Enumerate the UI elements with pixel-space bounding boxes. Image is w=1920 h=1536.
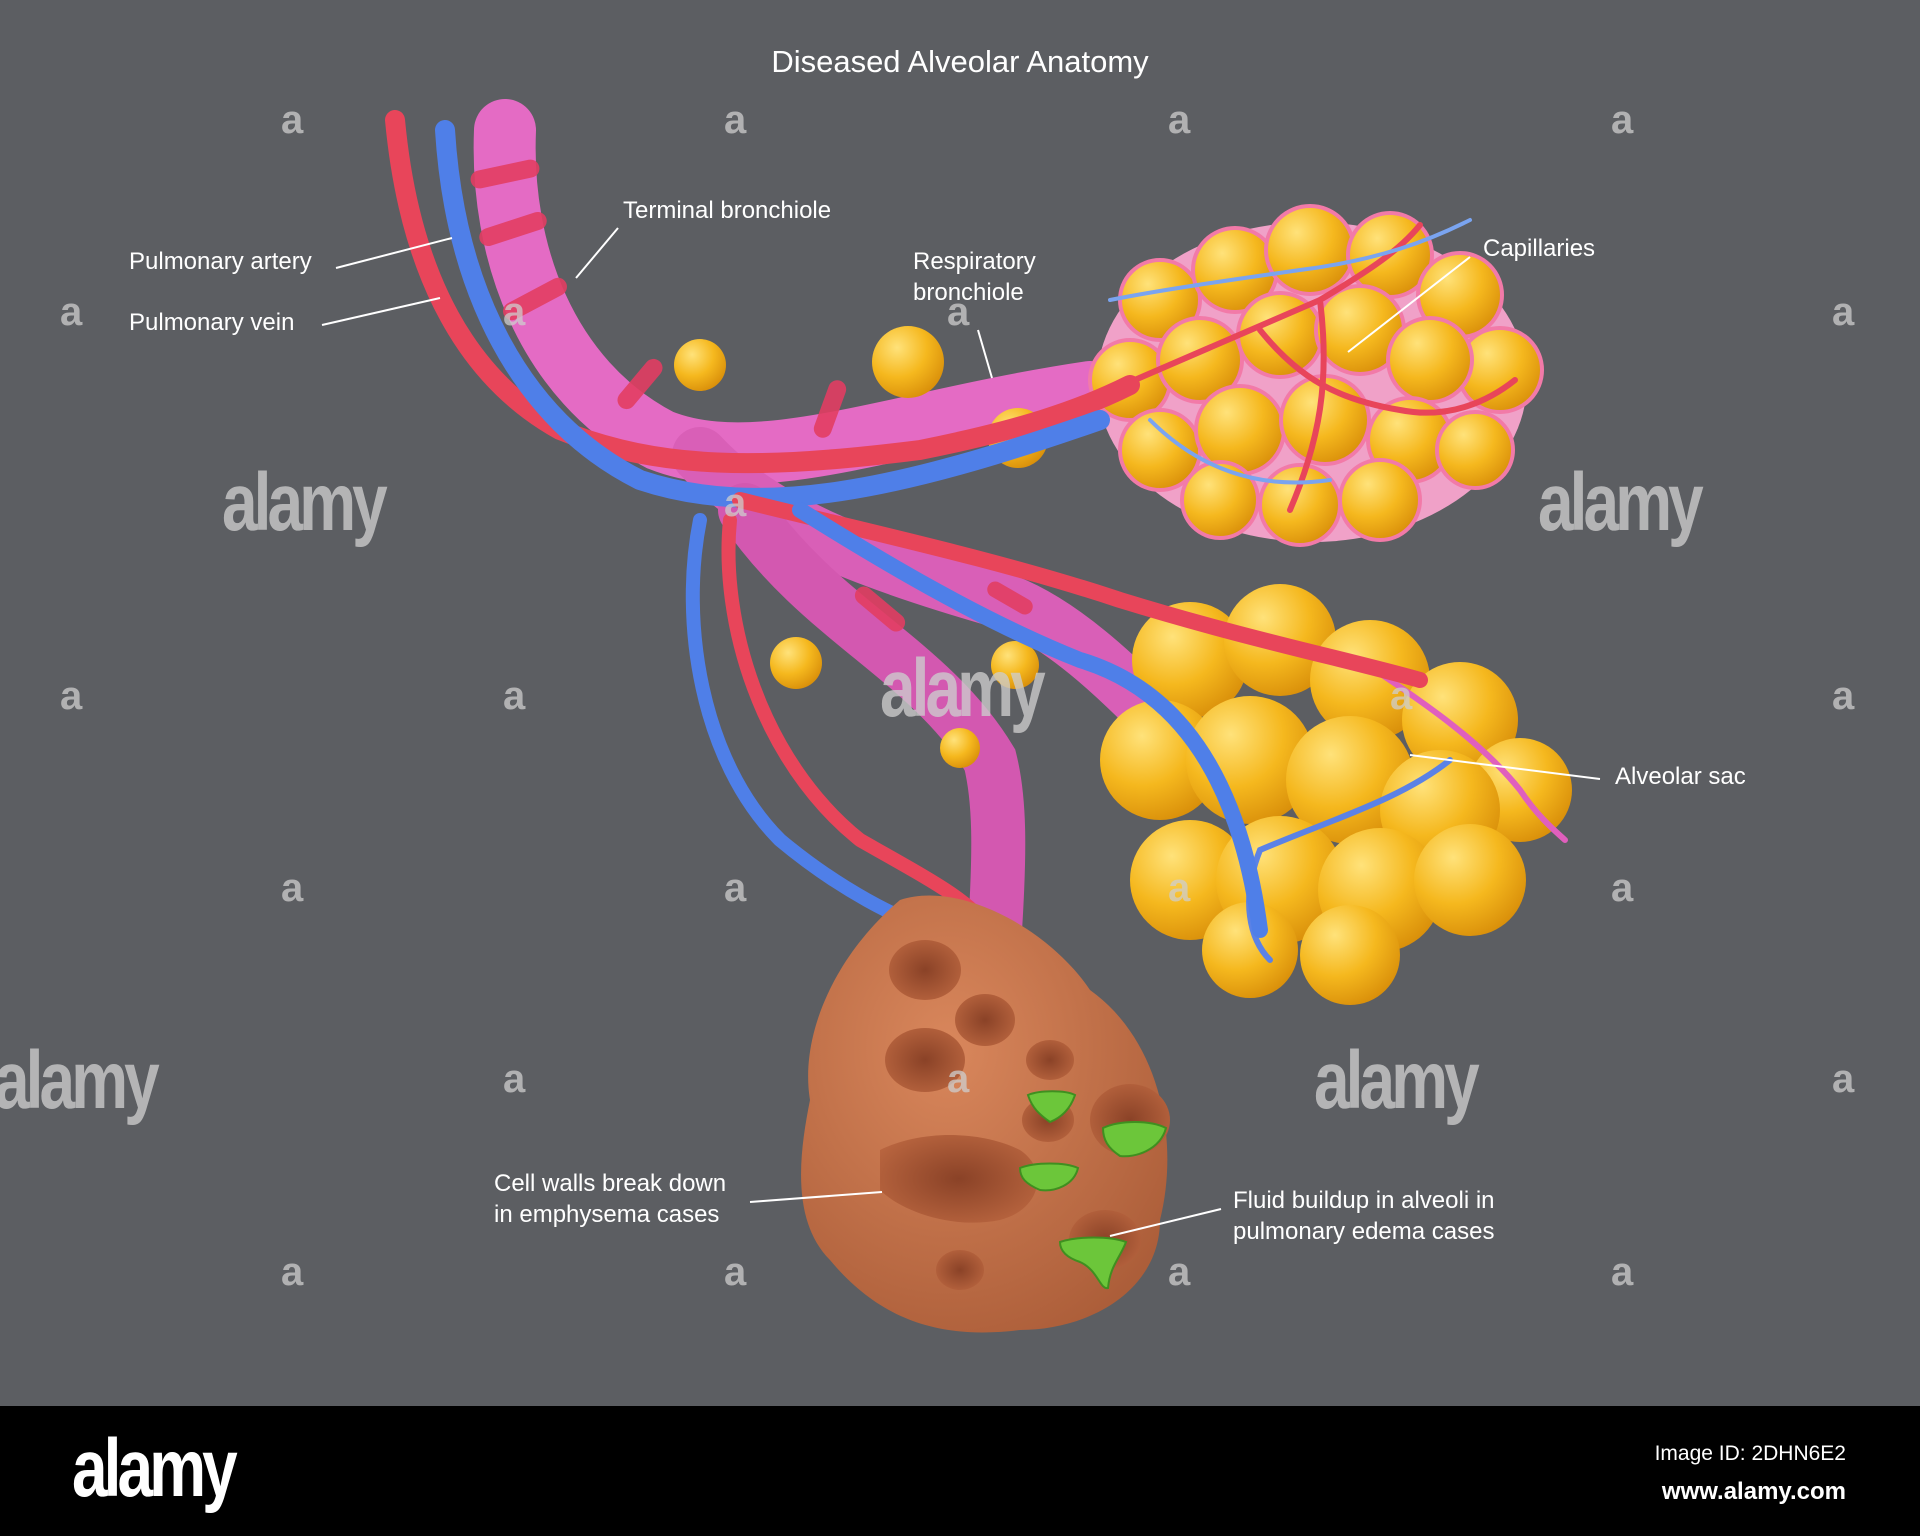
watermark-mark: a xyxy=(1832,290,1855,334)
watermark-mark: a xyxy=(1832,674,1855,718)
watermark-mark: a xyxy=(1611,1250,1634,1294)
watermark-logo: alamy xyxy=(1314,1035,1480,1126)
watermark-mark: a xyxy=(1832,1057,1855,1101)
footer-url-link[interactable]: www.alamy.com xyxy=(1661,1478,1846,1505)
diagram-title: Diseased Alveolar Anatomy xyxy=(771,44,1149,79)
label-pulmonary-vein: Pulmonary vein xyxy=(129,309,295,336)
watermark-mark: a xyxy=(724,1250,747,1294)
watermark-mark: a xyxy=(503,1057,526,1101)
watermark-mark: a xyxy=(60,290,83,334)
watermark-mark: a xyxy=(1390,674,1413,718)
footer-image-id: Image ID: 2DHN6E2 xyxy=(1654,1442,1846,1465)
diseased-alveoli xyxy=(801,895,1170,1333)
capillary-cluster xyxy=(1088,204,1544,547)
label-pulmonary-artery: Pulmonary artery xyxy=(129,248,312,275)
diagram-stage: Diseased Alveolar Anatomy Pulmonary arte… xyxy=(0,44,1855,1333)
label-respiratory-bronchiole-line2: bronchiole xyxy=(913,279,1024,306)
alveolar-anatomy-illustration xyxy=(321,99,1601,1333)
alveolar-sac xyxy=(1100,584,1572,1005)
label-terminal-bronchiole: Terminal bronchiole xyxy=(623,197,832,224)
label-capillaries: Capillaries xyxy=(1483,235,1596,262)
label-edema-line1: Fluid buildup in alveoli in xyxy=(1233,1187,1495,1214)
watermark-mark: a xyxy=(724,866,747,910)
watermark-mark: a xyxy=(947,290,970,334)
watermark-logo: alamy xyxy=(222,457,388,548)
leader-lines xyxy=(321,227,1601,1237)
watermark-mark: a xyxy=(281,1250,304,1294)
label-respiratory-bronchiole-line1: Respiratory xyxy=(913,248,1036,275)
watermark-mark: a xyxy=(1168,866,1191,910)
watermark-mark: a xyxy=(281,98,304,142)
label-edema-line2: pulmonary edema cases xyxy=(1233,1218,1495,1245)
bronchiole-tubes xyxy=(470,99,1188,957)
watermark-mark: a xyxy=(503,290,526,334)
watermark-mark: a xyxy=(60,674,83,718)
blood-vessels xyxy=(385,110,1428,938)
watermark-mark: a xyxy=(1168,98,1191,142)
footer-logo[interactable]: alamy xyxy=(72,1423,238,1514)
watermark-mark: a xyxy=(724,98,747,142)
label-emphysema-line1: Cell walls break down xyxy=(494,1170,727,1197)
watermark-mark: a xyxy=(503,674,526,718)
watermark-mark: a xyxy=(947,1057,970,1101)
watermark-mark: a xyxy=(1168,1250,1191,1294)
label-emphysema-line2: in emphysema cases xyxy=(494,1201,720,1228)
watermark-logo: alamy xyxy=(0,1035,160,1126)
label-alveolar-sac: Alveolar sac xyxy=(1615,763,1746,790)
watermark-mark: a xyxy=(1611,866,1634,910)
footer-bar: alamy Image ID: 2DHN6E2 www.alamy.com xyxy=(0,1406,1920,1536)
watermark-mark: a xyxy=(724,481,747,525)
watermark-mark: a xyxy=(1611,98,1634,142)
watermark-logo: alamy xyxy=(880,643,1046,734)
watermark-mark: a xyxy=(281,866,304,910)
watermark-logo: alamy xyxy=(1538,457,1704,548)
fluid-pools xyxy=(1018,1090,1168,1290)
